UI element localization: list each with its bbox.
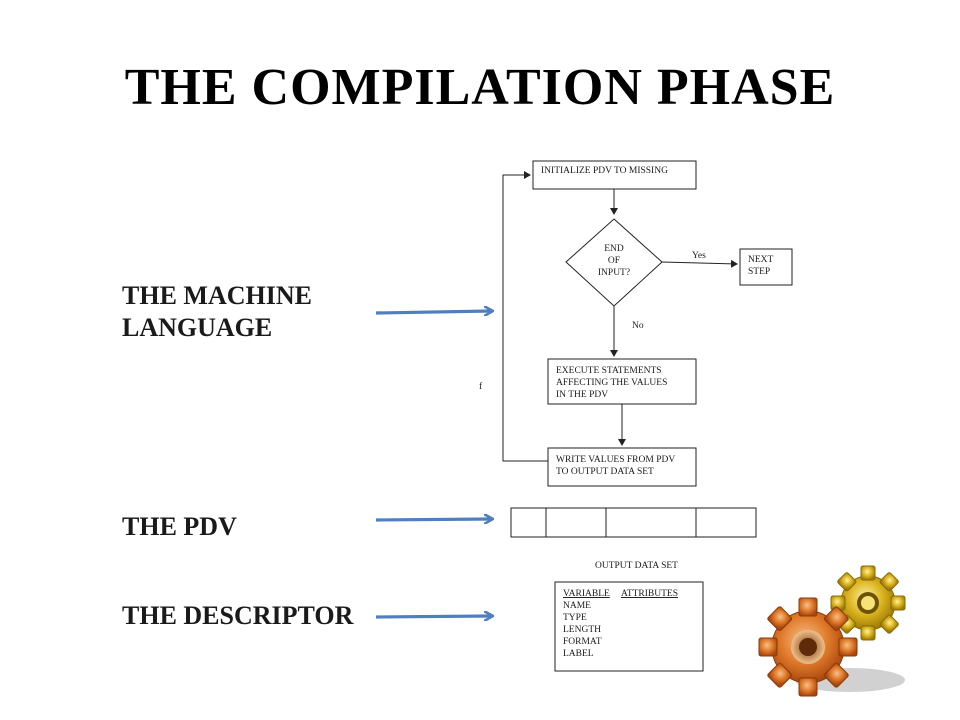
execute-statements-box (547, 358, 697, 405)
slide-title: THE COMPILATION PHASE (124, 59, 836, 116)
gears-icon (758, 563, 910, 711)
descriptor-header-left: VARIABLE (563, 589, 610, 599)
descriptor-item: FORMAT (563, 637, 602, 647)
descriptor-box (554, 581, 704, 672)
descriptor-item: LENGTH (563, 625, 601, 635)
descriptor-item: TYPE (563, 613, 587, 623)
decision-line-2: OF (608, 256, 620, 266)
next-step-line-1: NEXT (748, 255, 774, 265)
write-line-2: TO OUTPUT DATA SET (556, 467, 654, 477)
label-descriptor: THE DESCRIPTOR (122, 601, 354, 630)
pdv-caption: OUTPUT DATA SET (595, 561, 678, 571)
execute-line-2: AFFECTING THE VALUES (556, 378, 667, 388)
descriptor-item: LABEL (563, 649, 594, 659)
flowchart-text: INITIALIZE PDV TO MISSING END OF INPUT? … (479, 166, 774, 659)
next-step-box (739, 248, 793, 286)
decision-line-1: END (604, 244, 624, 254)
no-label: No (632, 321, 644, 331)
arrow-pdv (375, 519, 491, 520)
descriptor-item: NAME (563, 601, 591, 611)
arrow-descriptor (375, 616, 491, 617)
init-text: INITIALIZE PDV TO MISSING (541, 166, 668, 176)
stray-mark: f (479, 381, 483, 392)
flowchart (502, 160, 793, 672)
label-machine-language: THE MACHINE LANGUAGE (122, 281, 312, 342)
label-pdv: THE PDV (122, 512, 237, 541)
write-values-box (547, 447, 697, 487)
pdv-cells (510, 507, 757, 538)
descriptor-header-right: ATTRIBUTES (621, 589, 678, 599)
arrow-machine-language (375, 311, 491, 313)
execute-line-3: IN THE PDV (556, 390, 608, 400)
execute-line-1: EXECUTE STATEMENTS (556, 366, 662, 376)
write-line-1: WRITE VALUES FROM PDV (556, 455, 675, 465)
next-step-line-2: STEP (748, 267, 770, 277)
yes-label: Yes (692, 251, 706, 261)
decision-line-3: INPUT? (598, 268, 630, 278)
